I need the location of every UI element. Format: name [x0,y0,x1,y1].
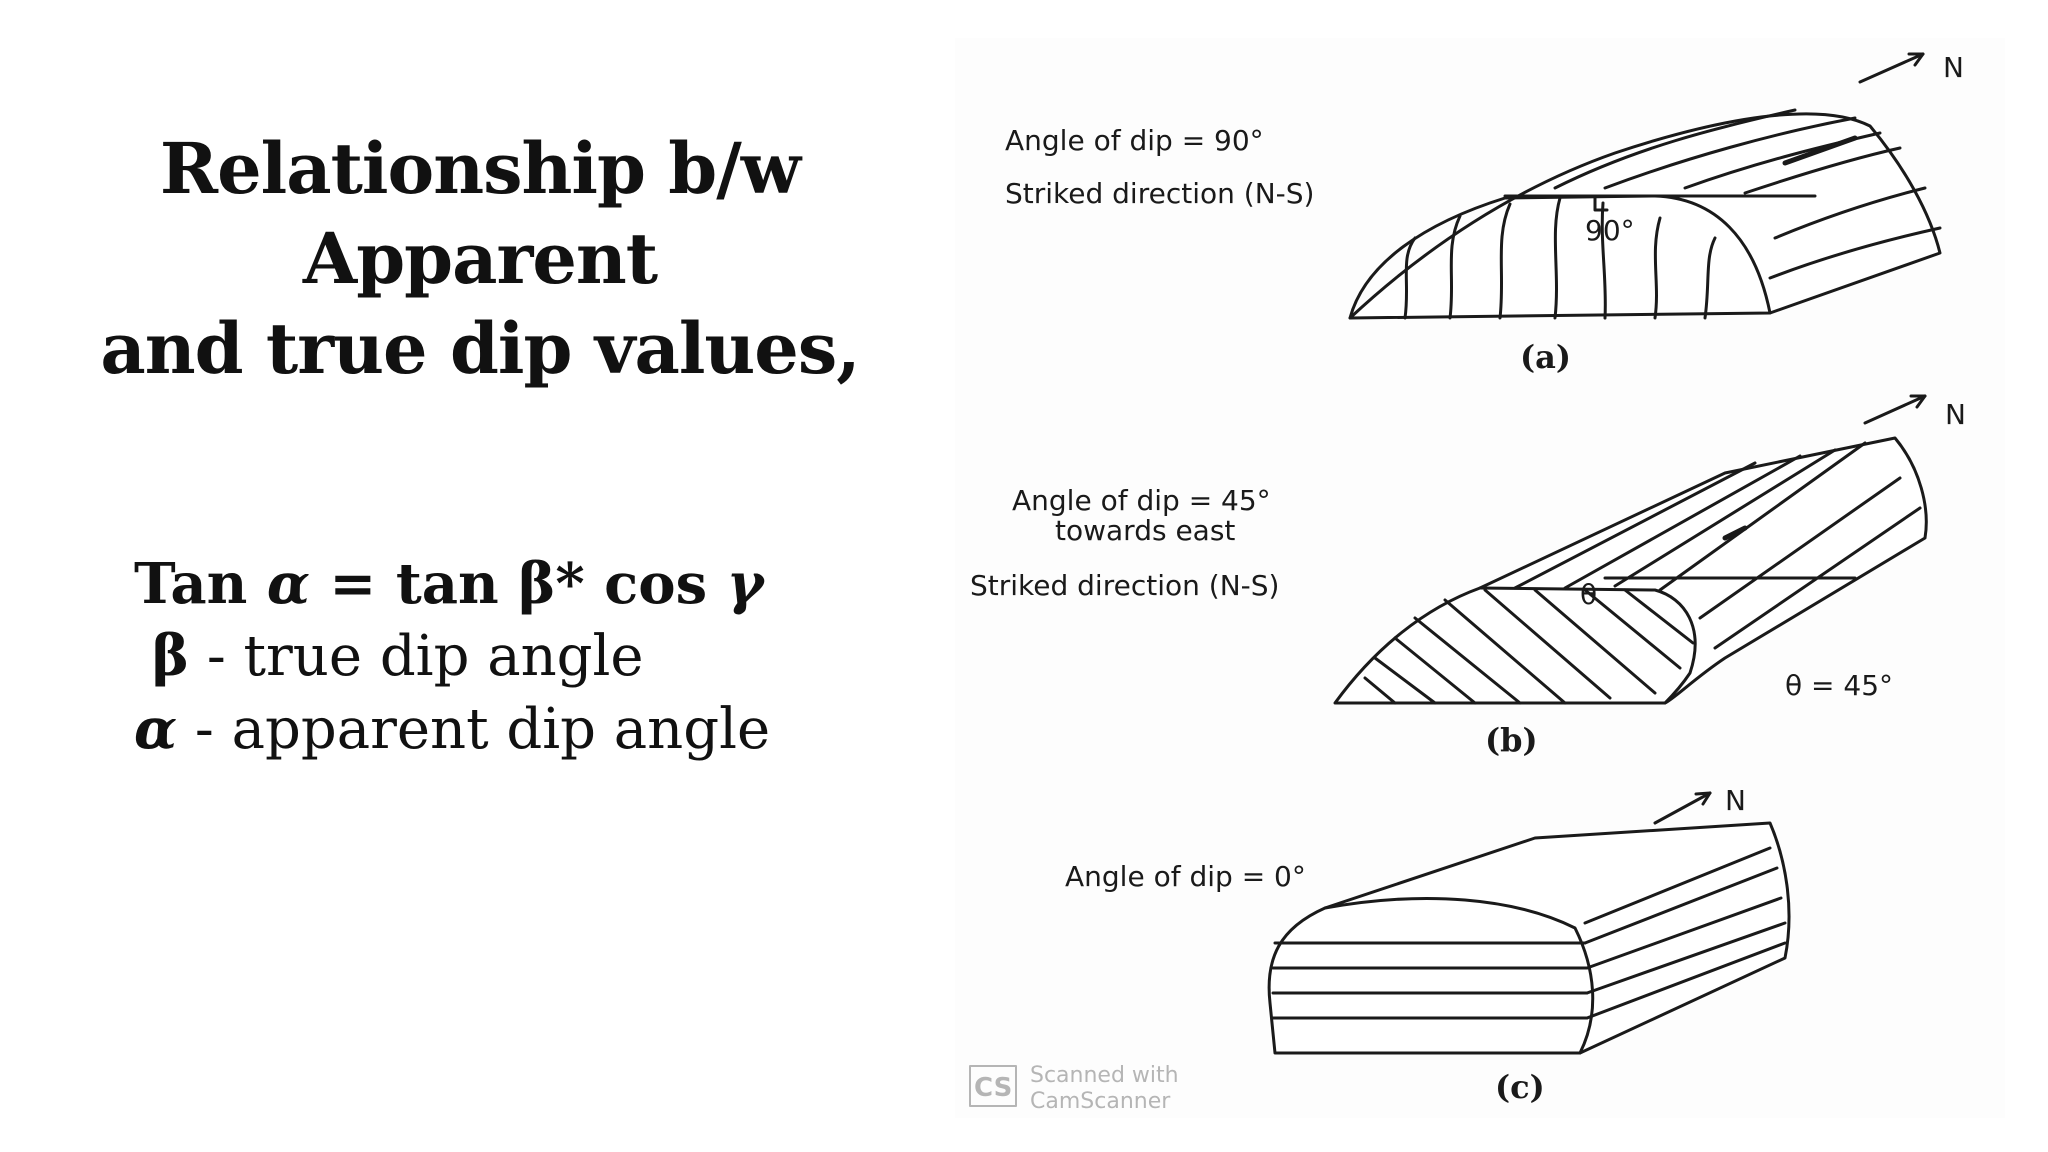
caption-b: (b) [1485,721,1538,759]
title-line-1: Relationship b/w [159,127,801,210]
b-theta-value: θ = 45° [1785,669,1893,702]
formula-tan-word: Tan [134,551,248,617]
beta-description: - true dip angle [206,624,644,689]
alpha-definition: α - apparent dip angle [134,693,834,766]
caption-c: (c) [1495,1068,1545,1106]
formula-alpha-symbol: α [266,551,310,617]
title-line-2: Apparent [302,217,658,300]
dip-diagram-svg: N Angle of dip = 90° Striked direction (… [969,51,1966,1114]
b-dip-label-2: towards east [1055,514,1235,547]
formula-block: Tan α = tan β* cos γ β - true dip angle … [134,548,834,766]
block-c [1267,791,1791,1055]
north-label-a: N [1943,51,1964,84]
slide-title: Relationship b/w Apparent and true dip v… [70,124,890,394]
dip-diagram-figure: N Angle of dip = 90° Striked direction (… [955,38,2005,1118]
alpha-description: - apparent dip angle [194,697,771,762]
camscanner-logo-text: CS [974,1073,1012,1103]
beta-definition: β - true dip angle [134,620,834,693]
a-strike-label: Striked direction (N-S) [1005,177,1314,210]
b-strike-label: Striked direction (N-S) [970,569,1279,602]
watermark-line-1: Scanned with [1030,1063,1179,1088]
title-line-3: and true dip values, [100,307,860,390]
block-b [1333,394,1928,705]
b-dip-label: Angle of dip = 45° [1012,484,1271,517]
formula-equation: Tan α = tan β* cos γ [134,548,834,620]
camscanner-logo-box [969,1065,1017,1107]
block-a [1348,52,1942,320]
formula-gamma-symbol: γ [726,551,764,617]
a-angle-label: 90° [1585,214,1635,247]
watermark-line-2: CamScanner [1030,1089,1171,1114]
a-dip-label: Angle of dip = 90° [1005,124,1264,157]
caption-a: (a) [1520,338,1571,376]
north-label-b: N [1945,398,1966,431]
alpha-symbol: α [134,696,178,762]
north-label-c: N [1725,784,1746,817]
beta-symbol: β [151,623,189,689]
b-theta-label: θ [1580,578,1597,611]
c-dip-label: Angle of dip = 0° [1065,860,1306,893]
formula-equation-body: = tan β* cos [329,551,708,617]
